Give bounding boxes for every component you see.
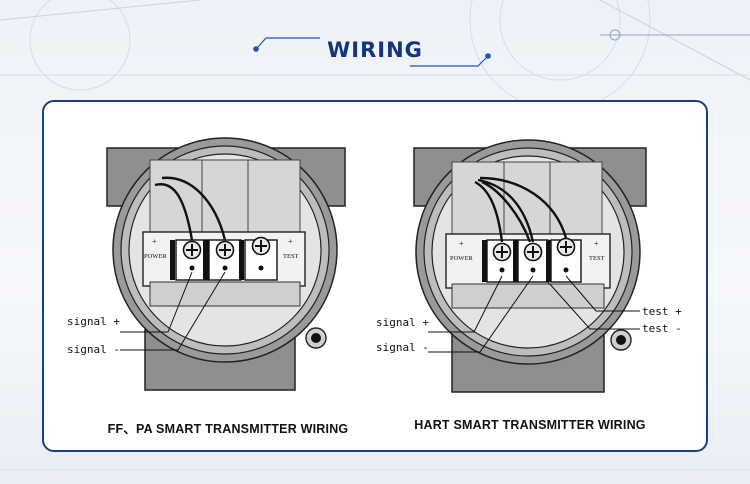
signal-minus-label: signal - — [376, 341, 429, 354]
signal-minus-label: signal - — [67, 343, 120, 356]
test-label: TEST — [589, 255, 605, 262]
right-caption: HART SMART TRANSMITTER WIRING — [414, 418, 646, 432]
svg-text:+: + — [288, 237, 293, 246]
power-label: POWER — [144, 253, 167, 260]
header-ornament — [253, 29, 750, 67]
screw-terminal-icon — [492, 242, 512, 262]
test-label: TEST — [283, 253, 299, 260]
right-transmitter: + POWER + TEST signal + signal - test + … — [376, 139, 682, 393]
left-transmitter: + POWER + TEST signal + signal - — [67, 137, 346, 391]
screw-terminal-icon — [251, 236, 271, 256]
svg-text:+: + — [459, 239, 464, 248]
screw-terminal-icon — [182, 240, 202, 260]
screw-terminal-icon — [215, 240, 235, 260]
signal-plus-label: signal + — [376, 316, 429, 329]
test-minus-label: test - — [642, 322, 682, 335]
signal-plus-label: signal + — [67, 315, 120, 328]
test-plus-label: test + — [642, 305, 682, 318]
screw-terminal-icon — [523, 242, 543, 262]
screw-terminal-icon — [556, 237, 576, 257]
left-caption: FF、PA SMART TRANSMITTER WIRING — [107, 422, 349, 436]
page-title: WIRING — [327, 38, 423, 62]
power-label: POWER — [450, 255, 473, 262]
svg-text:+: + — [594, 239, 599, 248]
svg-text:+: + — [152, 237, 157, 246]
